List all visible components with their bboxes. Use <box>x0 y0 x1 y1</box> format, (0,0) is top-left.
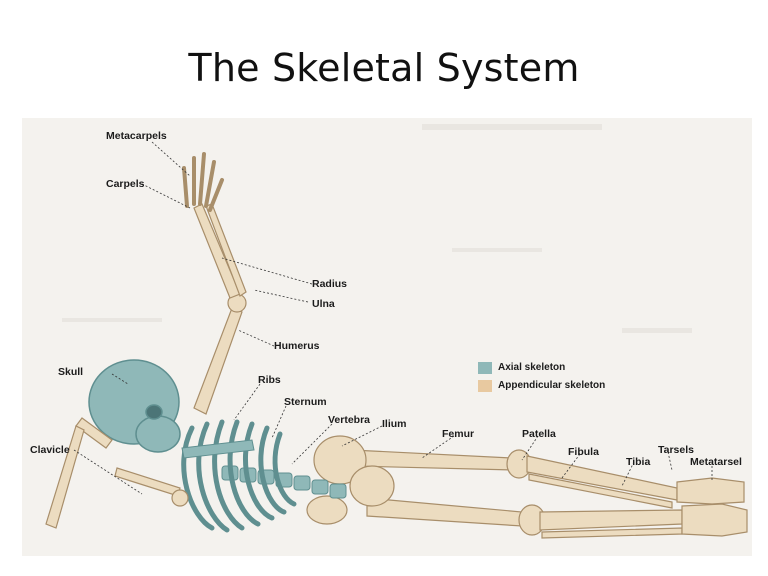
label-carpels: Carpels <box>106 178 145 190</box>
label-humerus: Humerus <box>274 340 320 352</box>
legend-label-axial: Axial skeleton <box>498 362 565 373</box>
label-ulna: Ulna <box>312 298 335 310</box>
label-vertebra: Vertebra <box>328 414 370 426</box>
label-clavicle: Clavicle <box>30 444 70 456</box>
legend-swatch-axial <box>478 362 492 374</box>
label-skull: Skull <box>58 366 83 378</box>
label-radius: Radius <box>312 278 347 290</box>
background-texture <box>62 124 692 333</box>
legend-label-appendicular: Appendicular skeleton <box>498 380 605 391</box>
label-patella: Patella <box>522 428 556 440</box>
slide-title: The Skeletal System <box>0 46 768 90</box>
skeleton-figure: Metacarpels Carpels Radius Ulna Humerus … <box>22 118 752 556</box>
leg-upper <box>352 450 744 508</box>
arm-raised <box>184 154 246 414</box>
label-tibia: Tibia <box>626 456 650 468</box>
leg-lower <box>367 498 747 538</box>
label-metacarpels: Metacarpels <box>106 130 167 142</box>
label-fibula: Fibula <box>568 446 599 458</box>
label-ilium: Ilium <box>382 418 407 430</box>
rib-cage <box>184 422 294 530</box>
label-sternum: Sternum <box>284 396 327 408</box>
label-metatarsel: Metatarsel <box>690 456 742 468</box>
label-ribs: Ribs <box>258 374 281 386</box>
label-femur: Femur <box>442 428 474 440</box>
legend-swatch-appendicular <box>478 380 492 392</box>
label-tarsels: Tarsels <box>658 444 694 456</box>
